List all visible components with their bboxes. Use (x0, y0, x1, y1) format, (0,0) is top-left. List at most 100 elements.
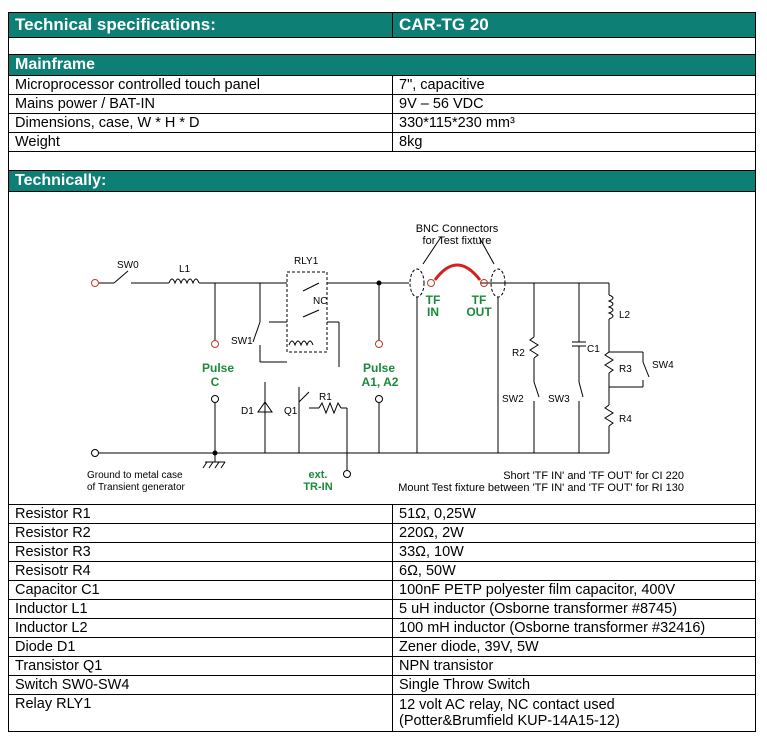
note-2: Mount Test fixture between 'TF IN' and '… (398, 482, 684, 494)
spec-label: Mains power / BAT-IN (9, 95, 393, 113)
sw4-blade (642, 361, 650, 378)
pulse-a-sub: A1, A2 (362, 375, 399, 389)
component-value-2: (Potter&Brumfield KUP-14A15-12) (399, 713, 620, 729)
component-value: 5 uH inductor (Osborne transformer #8745… (399, 601, 678, 617)
spacer-row (8, 151, 756, 170)
component-value: 100 mH inductor (Osborne transformer #32… (399, 620, 706, 636)
c1-label: C1 (587, 344, 600, 355)
sw2-label: SW2 (502, 394, 524, 405)
relay-contact (302, 309, 320, 318)
nc-label: NC (313, 296, 327, 307)
spec-row: Microprocessor controlled touch panel 7"… (8, 75, 756, 94)
spec-value: 330*115*230 mm³ (399, 115, 515, 131)
spec-row: Mains power / BAT-IN 9V – 56 VDC (8, 94, 756, 113)
component-label: Inductor L1 (9, 600, 393, 618)
circuit-diagram: BNC Connectors for Test fixture SW0 L1 R… (87, 223, 684, 494)
component-row: Inductor L1 5 uH inductor (Osborne trans… (8, 599, 756, 618)
component-label: Resistor R1 (9, 505, 393, 523)
component-row: Resisotr R4 6Ω, 50W (8, 561, 756, 580)
diagram-row: BNC Connectors for Test fixture SW0 L1 R… (8, 191, 756, 504)
relay-coil (288, 340, 314, 347)
component-label: Inductor L2 (9, 619, 393, 637)
component-row: Switch SW0-SW4 Single Throw Switch (8, 675, 756, 694)
terminal (91, 279, 99, 287)
component-label: Resistor R3 (9, 543, 393, 561)
sw3-blade (578, 381, 584, 398)
spacer-row (8, 37, 756, 54)
pulse-c-label: Pulse (202, 361, 234, 375)
rly1-label: RLY1 (294, 256, 319, 267)
sw0-blade (113, 270, 129, 284)
component-row: Transistor Q1 NPN transistor (8, 656, 756, 675)
inductor-l2 (607, 294, 614, 320)
resistor-r1 (318, 401, 342, 415)
component-label: Resistor R2 (9, 524, 393, 542)
component-value: 6Ω, 50W (399, 563, 456, 579)
r4-label: R4 (619, 414, 632, 425)
sw0-label: SW0 (117, 260, 139, 271)
technically-heading: Technically: (15, 172, 107, 189)
spec-row: Dimensions, case, W * H * D 330*115*230 … (8, 113, 756, 132)
mainframe-heading: Mainframe (15, 56, 96, 73)
component-row: Diode D1 Zener diode, 39V, 5W (8, 637, 756, 656)
spec-value: 9V – 56 VDC (399, 96, 484, 112)
component-row: Resistor R1 51Ω, 0,25W (8, 504, 756, 523)
tf-out-label: TF (472, 293, 487, 307)
bnc-fixture-label: for Test fixture (423, 235, 492, 247)
tf-in-label: TF (426, 293, 441, 307)
ground-hatch (214, 461, 220, 469)
mainframe-heading-row: Mainframe (8, 54, 756, 75)
component-value: NPN transistor (399, 658, 494, 674)
bnc-label: BNC Connectors (416, 223, 499, 235)
l1-label: L1 (179, 264, 191, 275)
spec-value: 8kg (399, 134, 423, 150)
spec-label: Dimensions, case, W * H * D (9, 114, 393, 132)
r1-label: R1 (319, 392, 332, 403)
component-value: 12 volt AC relay, NC contact used (399, 697, 615, 713)
component-row: Inductor L2 100 mH inductor (Osborne tra… (8, 618, 756, 637)
q1-label: Q1 (284, 406, 298, 417)
spec-label: Microprocessor controlled touch panel (9, 76, 393, 94)
component-label: Relay RLY1 (9, 695, 393, 731)
resistor-r3 (604, 351, 614, 374)
d1-label: D1 (241, 406, 254, 417)
component-value: 51Ω, 0,25W (399, 506, 476, 522)
title-left: Technical specifications: (9, 13, 393, 37)
component-value: 100nF PETP polyester film capacitor, 400… (399, 582, 676, 598)
terminal-pulse-a (375, 340, 383, 348)
terminal-tf-in (427, 279, 435, 287)
resistor-r4 (604, 404, 614, 427)
title-right: CAR-TG 20 (399, 15, 489, 34)
terminal-pulse-c (211, 340, 219, 348)
component-label: Resisotr R4 (9, 562, 393, 580)
sw3-label: SW3 (548, 394, 570, 405)
ground-hatch (202, 461, 208, 469)
resistor-r2 (529, 336, 539, 359)
sw4-label: SW4 (652, 360, 674, 371)
component-label: Diode D1 (9, 638, 393, 656)
pulse-c-sub: C (211, 375, 220, 389)
inductor-l1 (168, 278, 200, 285)
pulse-a-label: Pulse (363, 361, 395, 375)
spec-value: 7", capacitive (399, 77, 485, 93)
ground-hatch (208, 461, 214, 469)
ground-label: Ground to metal case (87, 470, 183, 481)
component-value-cell: 12 volt AC relay, NC contact used (Potte… (393, 695, 755, 731)
bnc-in (409, 268, 425, 298)
component-row: Capacitor C1 100nF PETP polyester film c… (8, 580, 756, 599)
ground-label-2: of Transient generator (87, 482, 186, 493)
sw2-blade (533, 381, 540, 398)
component-value: 220Ω, 2W (399, 525, 464, 541)
tf-in-sub: IN (427, 305, 439, 319)
short-wire (433, 263, 482, 281)
relay-rly1 (286, 271, 328, 353)
r3-label: R3 (619, 364, 632, 375)
ground-hatch (220, 461, 226, 469)
component-row: Resistor R2 220Ω, 2W (8, 523, 756, 542)
arrow-line (422, 236, 442, 265)
note-1: Short 'TF IN' and 'TF OUT' for CI 220 (503, 470, 684, 482)
sw1-blade (252, 321, 261, 343)
zener-d1 (257, 401, 273, 413)
r2-label: R2 (512, 348, 525, 359)
junction (376, 280, 382, 286)
